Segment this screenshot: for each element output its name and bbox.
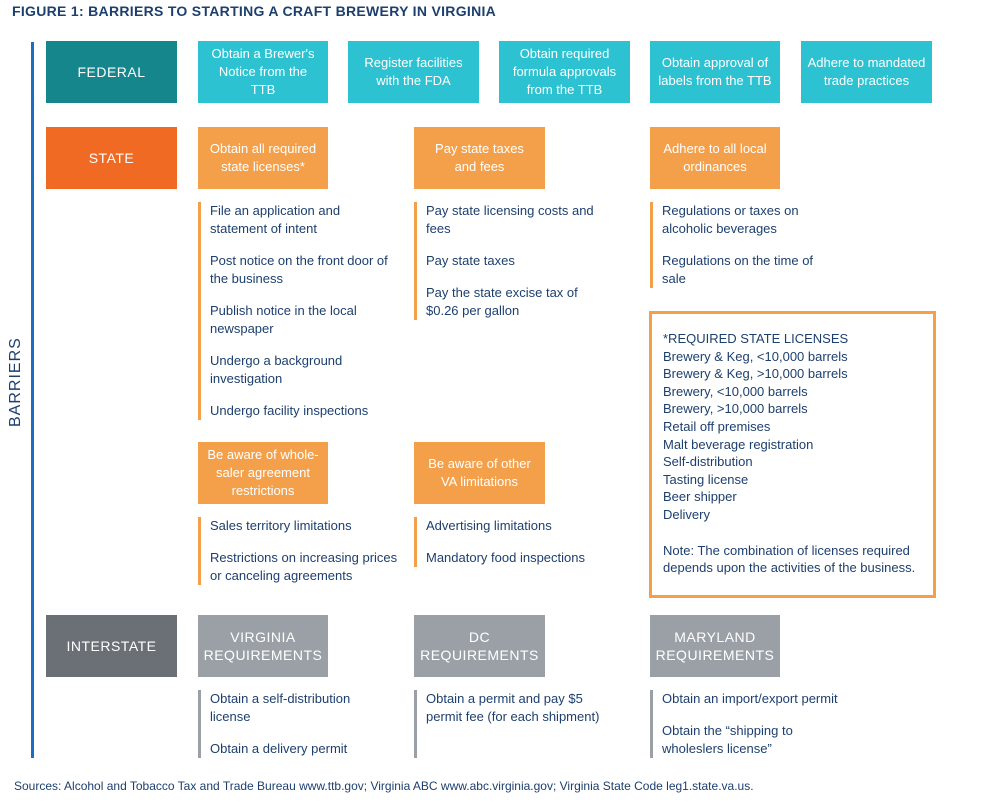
licenses-heading: *REQUIRED STATE LICENSES xyxy=(663,331,849,346)
list-item: Restrictions on increasing prices or can… xyxy=(210,550,398,583)
list-item: Pay the state excise tax of $0.26 per ga… xyxy=(426,285,578,318)
list-item: Undergo facility inspections xyxy=(210,403,369,418)
state-va-limitations-list: Advertising limitations Mandatory food i… xyxy=(414,517,604,567)
interstate-maryland-list: Obtain an import/export permit Obtain th… xyxy=(650,690,850,758)
list-item: Obtain a self-distribution license xyxy=(210,691,351,724)
barriers-axis-line xyxy=(31,42,34,758)
state-wholesaler-list: Sales territory limitations Restrictions… xyxy=(198,517,403,585)
license-item: Self-distribution xyxy=(663,454,753,470)
figure-title: FIGURE 1: BARRIERS TO STARTING A CRAFT B… xyxy=(12,3,497,19)
barriers-axis-label: BARRIERS xyxy=(7,337,24,427)
licenses-note: Note: The combination of licenses requir… xyxy=(663,542,916,576)
license-item: Brewery, >10,000 barrels xyxy=(663,401,808,417)
list-item: Regulations on the time of sale xyxy=(662,253,814,286)
list-item: Regulations or taxes on alcoholic bevera… xyxy=(662,203,799,236)
state-ordinances-list: Regulations or taxes on alcoholic bevera… xyxy=(650,202,820,288)
list-item: File an application and statement of int… xyxy=(210,203,341,236)
interstate-virginia-list: Obtain a self-distribution license Obtai… xyxy=(198,690,388,758)
state-group-ordinances-title: Adhere to all local ordinances xyxy=(650,127,780,189)
federal-item-fda: Register facilities with the FDA xyxy=(348,41,479,103)
license-item: Retail off premises xyxy=(663,418,771,434)
federal-item-trade-practices: Adhere to mandated trade practices xyxy=(801,41,932,103)
interstate-dc-list: Obtain a permit and pay $5 permit fee (f… xyxy=(414,690,614,758)
list-item: Advertising limitations xyxy=(426,518,552,533)
state-taxes-list: Pay state licensing costs and fees Pay s… xyxy=(414,202,604,320)
license-item: Beer shipper xyxy=(663,489,737,505)
list-item: Obtain the “shipping to wholeslers licen… xyxy=(662,723,793,756)
required-licenses-box: *REQUIRED STATE LICENSES Brewery & Keg, … xyxy=(649,311,936,598)
list-item: Publish notice in the local newspaper xyxy=(210,303,357,336)
list-item: Obtain an import/export permit xyxy=(662,691,838,706)
list-item: Undergo a background investigation xyxy=(210,353,343,386)
list-item: Sales territory limitations xyxy=(210,518,352,533)
state-group-taxes-title: Pay state taxes and fees xyxy=(414,127,545,189)
list-item: Mandatory food inspections xyxy=(426,550,585,565)
state-licenses-list: File an application and statement of int… xyxy=(198,202,398,420)
state-header: STATE xyxy=(46,127,177,189)
federal-item-brewers-notice: Obtain a Brewer's Notice from the TTB xyxy=(198,41,328,103)
state-group-wholesaler-title: Be aware of whole-saler agreement restri… xyxy=(198,442,328,504)
list-item: Pay state taxes xyxy=(426,253,515,268)
interstate-maryland-title: MARYLAND REQUIREMENTS xyxy=(650,615,780,677)
license-item: Delivery xyxy=(663,506,710,522)
federal-item-labels: Obtain approval of labels from the TTB xyxy=(650,41,780,103)
list-item: Obtain a permit and pay $5 permit fee (f… xyxy=(426,691,600,724)
list-item: Post notice on the front door of the bus… xyxy=(210,253,388,286)
state-group-va-limitations-title: Be aware of other VA limitations xyxy=(414,442,545,504)
license-item: Brewery & Keg, <10,000 barrels xyxy=(663,348,848,364)
interstate-virginia-title: VIRGINIA REQUIREMENTS xyxy=(198,615,328,677)
license-item: Brewery, <10,000 barrels xyxy=(663,383,808,399)
license-item: Brewery & Keg, >10,000 barrels xyxy=(663,366,848,382)
list-item: Pay state licensing costs and fees xyxy=(426,203,594,236)
sources-footnote: Sources: Alcohol and Tobacco Tax and Tra… xyxy=(14,779,754,793)
interstate-header: INTERSTATE xyxy=(46,615,177,677)
state-group-licenses-title: Obtain all required state licenses* xyxy=(198,127,328,189)
federal-header: FEDERAL xyxy=(46,41,177,103)
license-item: Tasting license xyxy=(663,471,749,487)
interstate-dc-title: DC REQUIREMENTS xyxy=(414,615,545,677)
license-item: Malt beverage registration xyxy=(663,436,814,452)
list-item: Obtain a delivery permit xyxy=(210,741,348,756)
federal-item-formula: Obtain required formula approvals from t… xyxy=(499,41,630,103)
